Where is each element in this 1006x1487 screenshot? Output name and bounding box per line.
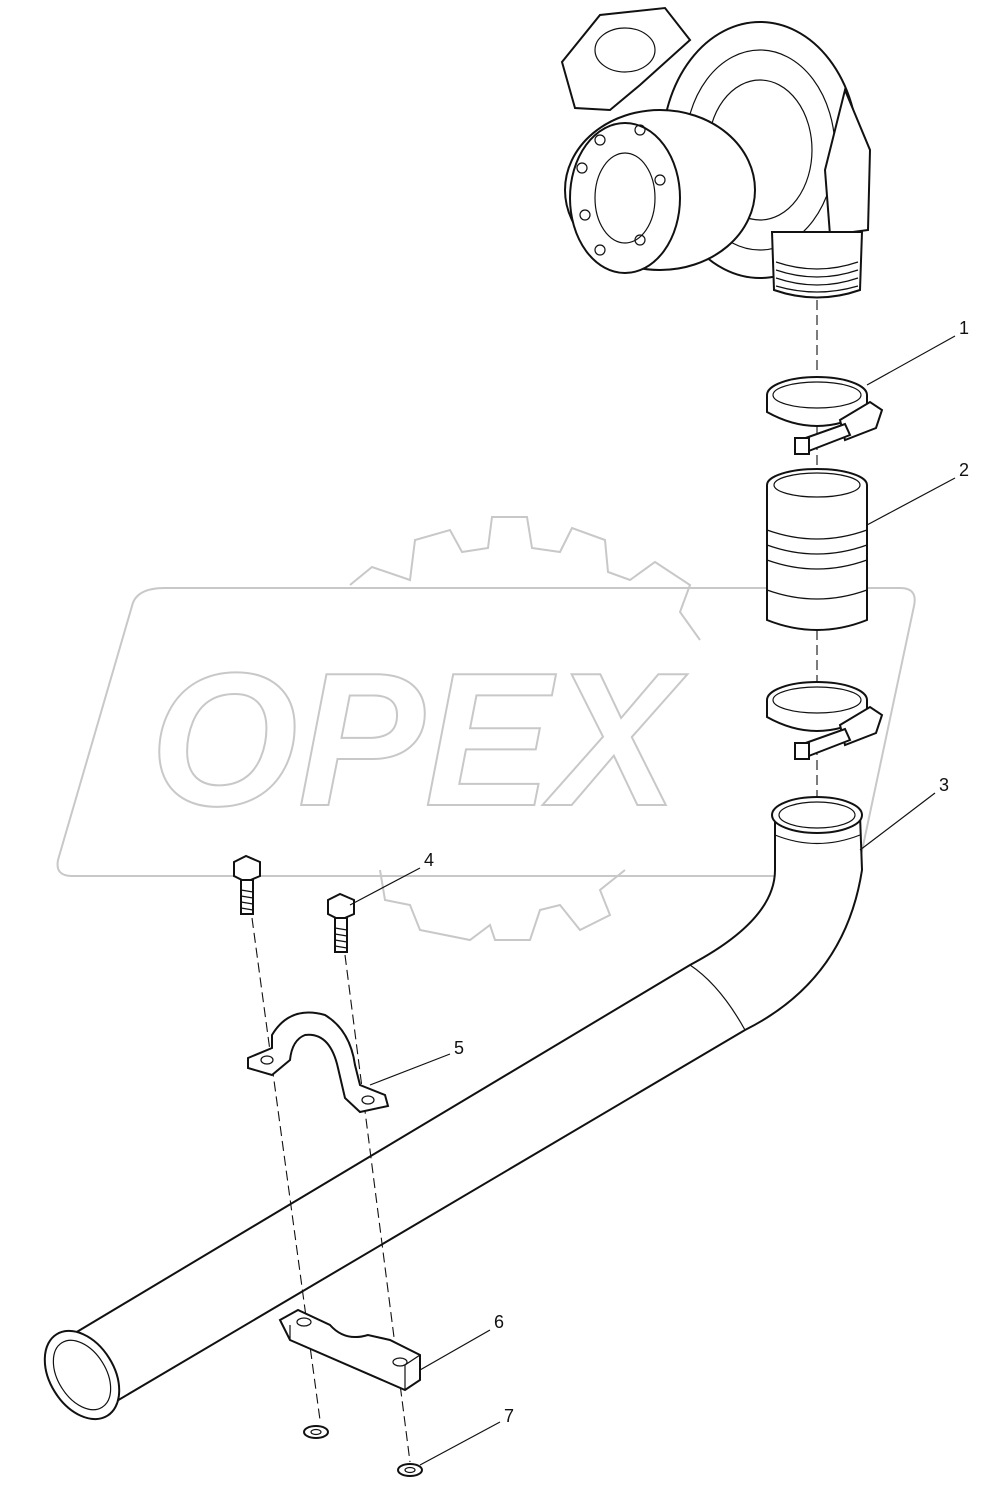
upper-bracket (247, 1011, 390, 1114)
leader-5 (369, 1053, 451, 1086)
callout-5: 5 (454, 1038, 464, 1058)
washer-right (397, 1463, 423, 1477)
bolt-right (327, 892, 355, 953)
hose-clamp-lower (766, 681, 884, 760)
bolt-left (233, 854, 261, 915)
washer-left (303, 1425, 329, 1439)
leader-6 (419, 1329, 491, 1371)
lower-bracket (278, 1308, 421, 1392)
watermark: OPEX (56, 516, 916, 942)
watermark-gear-lower (379, 869, 626, 942)
callout-2: 2 (959, 460, 969, 480)
exhaust-pipe (43, 796, 864, 1421)
leader-2 (866, 477, 956, 526)
turbocharger (560, 6, 872, 299)
callout-7: 7 (504, 1406, 514, 1426)
callout-3: 3 (939, 775, 949, 795)
leader-3 (859, 792, 936, 851)
callout-4: 4 (424, 850, 434, 870)
callout-6: 6 (494, 1312, 504, 1332)
watermark-text: OPEX (150, 634, 688, 846)
leader-1 (866, 335, 956, 386)
leader-4 (349, 867, 421, 906)
watermark-gear-outline (349, 516, 701, 641)
hose-coupling (766, 468, 868, 631)
callout-1: 1 (959, 318, 969, 338)
leader-7 (419, 1421, 501, 1466)
hose-clamp-upper (766, 376, 884, 455)
